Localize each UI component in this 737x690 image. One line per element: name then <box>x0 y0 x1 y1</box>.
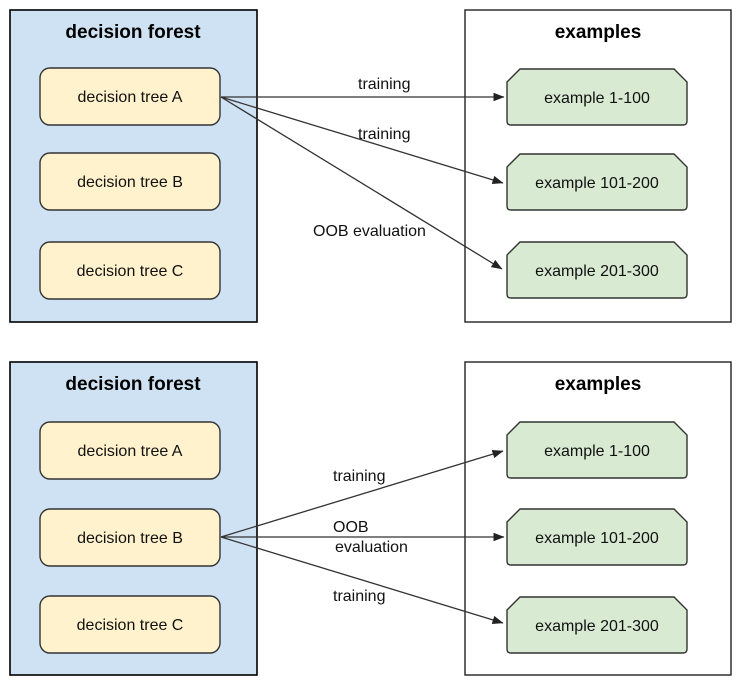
examples-title: examples <box>555 374 642 395</box>
tree-node-a-label: decision tree A <box>78 443 183 460</box>
arrow-label-oob-evaluation: OOB evaluation <box>313 223 426 240</box>
arrow-label-oob-line1: OOB <box>333 519 369 536</box>
arrow-label-oob-line2: evaluation <box>335 539 408 556</box>
example-card-2 <box>506 153 688 211</box>
example-card-2-label: example 101-200 <box>535 175 659 192</box>
arrow-training-1 <box>220 450 504 538</box>
tree-node-a <box>39 67 221 126</box>
diagram-tree-b: decision forest decision tree A decision… <box>9 361 732 676</box>
example-card-3 <box>506 241 688 299</box>
example-card-3 <box>506 596 688 654</box>
arrow-oob-evaluation <box>220 96 503 270</box>
forest-title: decision forest <box>65 374 201 395</box>
forest-title: decision forest <box>65 22 201 43</box>
tree-node-c <box>39 595 221 654</box>
arrow-label-training-1: training <box>358 76 410 93</box>
tree-node-a <box>39 421 221 480</box>
tree-node-b-label: decision tree B <box>77 530 183 547</box>
arrow-label-training-2: training <box>333 588 385 605</box>
arrow-label-training-2: training <box>358 126 410 143</box>
examples-title: examples <box>555 22 642 43</box>
example-card-1 <box>506 421 688 479</box>
tree-node-c-label: decision tree C <box>77 263 184 280</box>
example-card-3-label: example 201-300 <box>535 263 659 280</box>
arrow-training-2 <box>220 96 504 184</box>
example-card-2 <box>506 508 688 566</box>
example-card-3-label: example 201-300 <box>535 618 659 635</box>
tree-node-c <box>39 241 221 300</box>
example-card-1-label: example 1-100 <box>544 90 650 107</box>
example-card-1-label: example 1-100 <box>544 443 650 460</box>
example-card-1 <box>506 68 688 126</box>
arrow-training-2 <box>220 536 504 624</box>
tree-node-c-label: decision tree C <box>77 617 184 634</box>
tree-node-b <box>39 508 221 567</box>
tree-node-a-label: decision tree A <box>78 89 183 106</box>
tree-node-b <box>39 152 221 211</box>
tree-node-b-label: decision tree B <box>77 174 183 191</box>
arrow-label-training-1: training <box>333 468 385 485</box>
example-card-2-label: example 101-200 <box>535 530 659 547</box>
diagram-tree-a: decision forest decision tree A decision… <box>9 9 732 323</box>
